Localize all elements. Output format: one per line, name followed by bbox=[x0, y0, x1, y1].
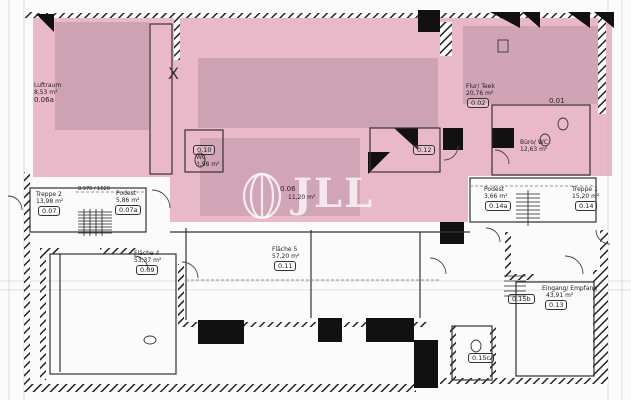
room-treppe1-area: 15,20 m² bbox=[572, 193, 600, 200]
watermark-text: JLL bbox=[293, 170, 375, 217]
room-flur-area: 20,76 m² bbox=[466, 90, 494, 97]
room-flaeche5-code: 0.11 bbox=[274, 261, 297, 271]
stairs-right bbox=[504, 190, 540, 297]
dimension-lines bbox=[76, 185, 594, 281]
room-flur-code: 0.02 bbox=[467, 98, 490, 108]
room-luftraum-name: Luftraum bbox=[34, 82, 62, 89]
interior-walls bbox=[29, 23, 597, 381]
room-treppe2-name: Treppe 2 bbox=[36, 191, 62, 198]
room-006-area: 11,20 m² bbox=[288, 194, 316, 201]
room-wc-area: 3,98 m² bbox=[196, 161, 220, 168]
door-swings bbox=[7, 145, 611, 279]
room-wc-code: 0.10 bbox=[193, 145, 216, 155]
room-flaeche5-area: 57,20 m² bbox=[272, 253, 300, 260]
room-flaeche4-area: 53,37 m² bbox=[134, 257, 162, 264]
room-flaeche4-code: 0.09 bbox=[136, 265, 159, 275]
room-flur-name: Flur/ Teek bbox=[466, 83, 495, 90]
room-podest-left-name: Podest bbox=[116, 190, 137, 197]
room-podest-left-code: 0.07a bbox=[115, 205, 142, 215]
room-treppe1-name: Treppe 1 bbox=[572, 186, 598, 193]
room-treppe2-code: 0.07 bbox=[38, 206, 61, 216]
room-015b-code: 0.15b bbox=[508, 294, 535, 304]
fixtures bbox=[143, 39, 569, 353]
room-012-code: 0.12 bbox=[413, 145, 436, 155]
room-006-code: 0.06 bbox=[280, 185, 296, 193]
outer-walls bbox=[24, 12, 614, 392]
x-mark: X bbox=[168, 64, 179, 83]
room-flaeche5-name: Fläche 5 bbox=[272, 246, 298, 253]
room-015c-code: 0.15c bbox=[468, 353, 495, 363]
room-buero-name: Büro/ WC bbox=[520, 139, 548, 146]
solid-structure bbox=[36, 10, 614, 388]
room-wc-name: WC bbox=[196, 154, 207, 161]
room-podest-left-area: 5,86 m² bbox=[116, 197, 140, 204]
jll-watermark-logo bbox=[242, 172, 282, 220]
room-001-code: 0.01 bbox=[549, 97, 565, 105]
room-buero-area: 12,63 m² bbox=[520, 146, 548, 153]
room-flaeche4-name: Fläche 4 bbox=[134, 250, 160, 257]
dimension-label: 8.970 / 1620 bbox=[78, 186, 110, 192]
room-luftraum-code: 0.06a bbox=[34, 96, 54, 104]
room-eingang-area: 43,91 m² bbox=[546, 292, 574, 299]
room-treppe1-code: 0.14 bbox=[575, 201, 598, 211]
room-eingang-name: Eingang/ Empfang bbox=[542, 285, 598, 292]
room-treppe2-area: 13,98 m² bbox=[36, 198, 64, 205]
room-podest-right-area: 3,66 m² bbox=[484, 193, 508, 200]
room-podest-right-name: Podest bbox=[484, 186, 505, 193]
stairs-left bbox=[78, 209, 112, 236]
room-luftraum-area: 8,53 m² bbox=[34, 89, 58, 96]
room-eingang-code: 0.13 bbox=[545, 300, 568, 310]
room-podest-right-code: 0.14a bbox=[485, 201, 512, 211]
